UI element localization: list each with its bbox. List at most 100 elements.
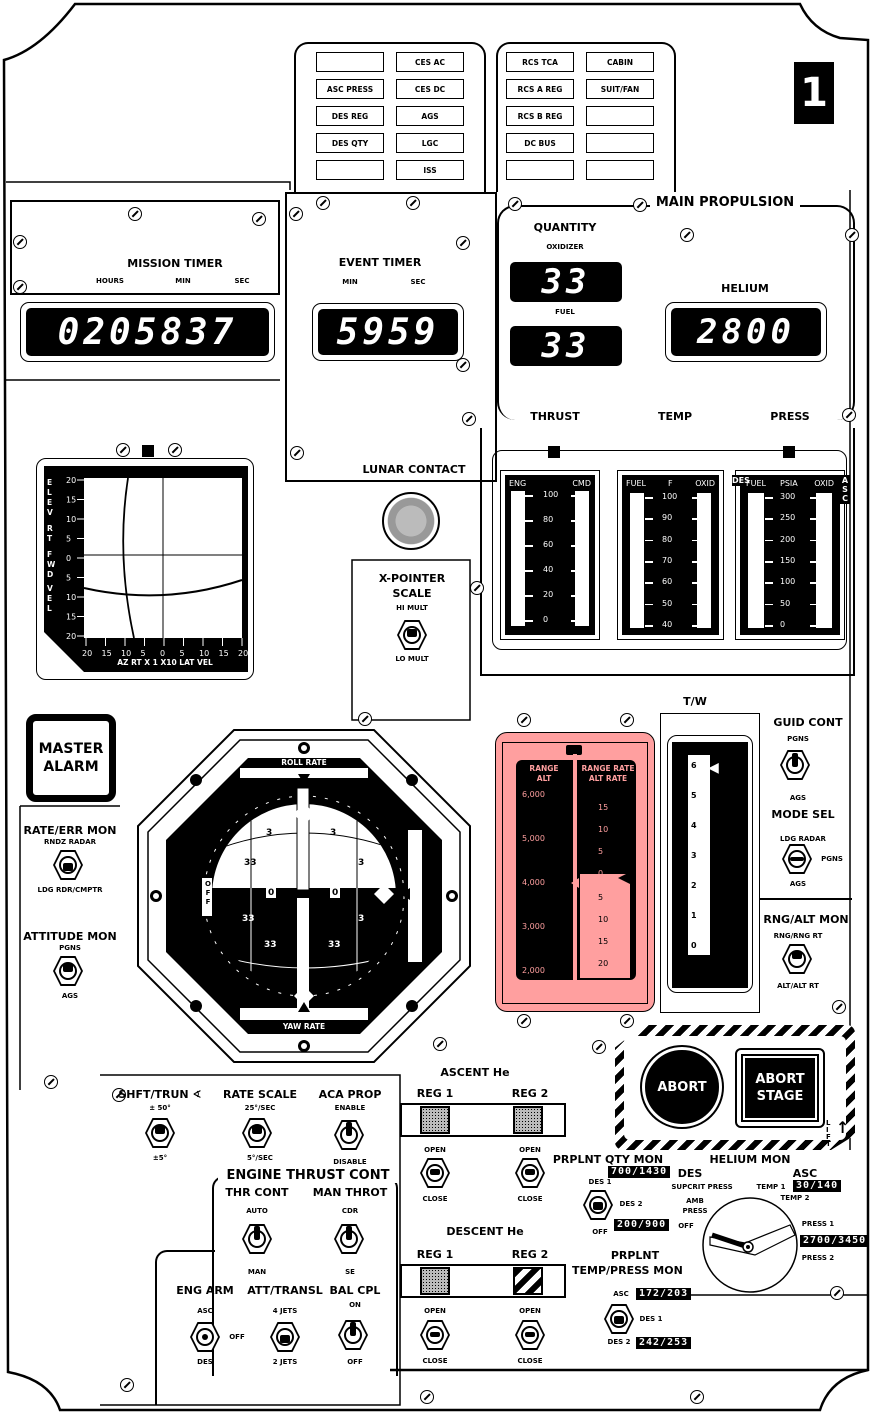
x-pointer-scale-toggle[interactable] [397, 620, 427, 650]
shft-trun-toggle[interactable] [145, 1118, 175, 1148]
prplnt-temp-press-toggle[interactable] [604, 1304, 634, 1334]
scale-tick [692, 539, 700, 542]
caution-warning-right-group: RCS TCA CABIN RCS A REG SUIT/FAN RCS B R… [496, 42, 676, 192]
cw-light-asc-press: ASC PRESS [316, 79, 384, 99]
att-transl-up: 4 JETS [272, 1307, 298, 1315]
bal-cpl-down: OFF [347, 1358, 363, 1366]
cw-light [586, 106, 654, 126]
descent-he-reg1-toggle[interactable] [420, 1320, 450, 1350]
helium-mon-title: HELIUM MON [709, 1153, 791, 1166]
ascent-he-reg1-toggle[interactable] [420, 1158, 450, 1188]
fdai-mark: 0 [330, 888, 341, 898]
thrust-cmd-label: CMD [572, 479, 591, 488]
screw-icon [620, 713, 634, 727]
prplnt-qty-mon-toggle[interactable] [583, 1190, 613, 1220]
descent-he-reg2-open: OPEN [519, 1307, 541, 1315]
screw-icon [420, 1390, 434, 1404]
abort-button[interactable]: ABORT [645, 1050, 719, 1124]
scale-tick [645, 539, 653, 542]
lunar-contact-light [382, 492, 440, 550]
scale-tick [525, 570, 533, 572]
screw-icon [470, 581, 484, 595]
oxidizer-quantity-display: 33 [510, 262, 622, 302]
fdai-mark: 33 [328, 940, 341, 950]
guid-cont-up: PGNS [787, 735, 809, 743]
lift-letter: I [826, 1126, 829, 1134]
screw-icon [168, 443, 182, 457]
range-rate-tape-lower [580, 874, 630, 978]
x-pointer-y-tick-label: 0 [66, 554, 71, 563]
prplnt-temp-press-readout-des2: 242/253 [636, 1337, 692, 1349]
helium-mon-press1: PRESS 1 [801, 1220, 835, 1228]
axis-letter: D [47, 570, 54, 579]
lift-arrow-icon: ↑ [836, 1118, 850, 1137]
descent-he-reg2-flag [513, 1267, 543, 1295]
cw-light-suit-fan: SUIT/FAN [586, 79, 654, 99]
panel-number-badge: 1 [794, 62, 834, 124]
cw-light-rcs-tca: RCS TCA [506, 52, 574, 72]
rate-scale-down: 5°/SEC [247, 1154, 273, 1162]
descent-he-reg2-close: CLOSE [517, 1357, 543, 1365]
cw-light-ags: AGS [396, 106, 464, 126]
screw-icon [845, 228, 859, 242]
screw-icon [252, 212, 266, 226]
abort-stage-button[interactable]: ABORT STAGE [735, 1048, 825, 1128]
fdai-pitch-rate-label: P I T C H R A T E [422, 832, 430, 927]
screw-icon [120, 1378, 134, 1392]
helium-mon-asc: ASC [785, 1167, 825, 1180]
scale-tick [571, 570, 579, 572]
helium-mon-amb-press: AMB PRESS [675, 1196, 715, 1216]
rate-scale-toggle[interactable] [242, 1118, 272, 1148]
aca-prop-toggle[interactable] [334, 1120, 364, 1150]
x-pointer-elev-label: E L E V R T F W D V E L [47, 478, 57, 614]
x-pointer-y-tick-label: 20 [66, 632, 76, 641]
ascent-he-reg2-toggle[interactable] [515, 1158, 545, 1188]
rate-err-mon-toggle[interactable] [53, 850, 83, 880]
mode-sel-left: LDG RADAR [780, 835, 826, 843]
helium-mon-rotary-switch[interactable] [700, 1195, 800, 1295]
scale-tick [692, 561, 700, 563]
att-transl-toggle[interactable] [270, 1322, 300, 1352]
eng-arm-toggle[interactable] [190, 1322, 220, 1352]
guid-cont-toggle[interactable] [780, 750, 810, 780]
axis-letter: I [424, 841, 428, 849]
bal-cpl-toggle[interactable] [338, 1320, 368, 1350]
ascent-he-reg2-label: REG 2 [511, 1087, 549, 1100]
scale-tick-label: 90 [662, 513, 673, 523]
event-timer-frame: 5959 [312, 303, 464, 361]
tw-pointer: ◀ [708, 760, 719, 776]
scale-tick [810, 603, 818, 606]
fdai-mark: 33 [244, 858, 257, 868]
scale-tick [645, 518, 653, 520]
x-pointer-scale-up: HI MULT [396, 604, 428, 612]
prplnt-qty-right: DES 2 [619, 1200, 643, 1208]
mode-sel-toggle[interactable] [782, 844, 812, 874]
screw-icon [116, 443, 130, 457]
lift-letter: T [826, 1140, 831, 1148]
thr-cont-toggle[interactable] [242, 1224, 272, 1254]
scale-tick-label: 60 [543, 540, 554, 549]
prplnt-qty-mon-title: PRPLNT QTY MON [552, 1153, 664, 1166]
man-throt-toggle[interactable] [334, 1224, 364, 1254]
event-timer-display: 5959 [318, 309, 458, 355]
mission-timer-title: MISSION TIMER [127, 257, 223, 270]
fdai-mark: 3 [358, 914, 365, 924]
rng-alt-mon-toggle[interactable] [782, 944, 812, 974]
mode-sel-title: MODE SEL [771, 808, 835, 821]
cw-light [586, 133, 654, 153]
abort-stage-label-2: STAGE [756, 1089, 804, 1104]
axis-letter: F [47, 550, 53, 559]
master-alarm-button[interactable]: MASTER ALARM [26, 714, 116, 802]
scale-tick-label: 300 [780, 492, 796, 501]
lift-letter: L [826, 1119, 831, 1127]
range-alt-flag [566, 745, 582, 755]
descent-he-reg2-toggle[interactable] [515, 1320, 545, 1350]
attitude-mon-toggle[interactable] [53, 956, 83, 986]
axis-letter: V [47, 508, 53, 517]
helium-mon-temp2: TEMP 2 [780, 1194, 810, 1202]
x-pointer-y-tick-label: 10 [66, 593, 76, 602]
helium-display: 2800 [671, 308, 821, 356]
